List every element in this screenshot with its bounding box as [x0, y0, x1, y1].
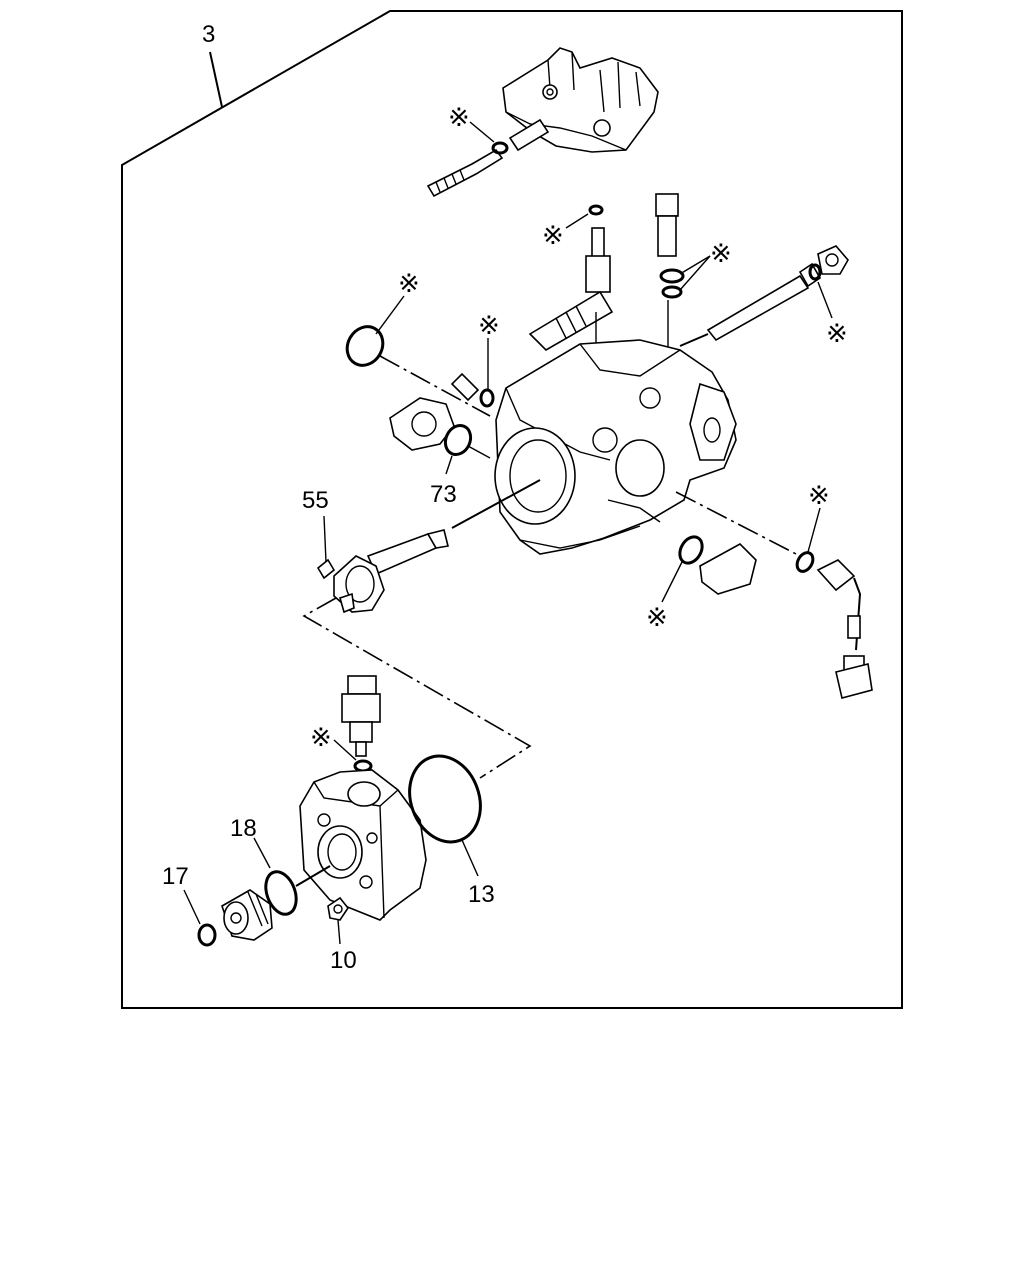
o-ring-sensor	[795, 551, 815, 573]
lower-housing	[299, 769, 427, 921]
cover-plate	[699, 543, 757, 595]
o-ring-small-a	[588, 204, 604, 216]
asterisk-left: ※	[398, 268, 420, 298]
control-rod	[528, 227, 614, 388]
callout-17: 17	[162, 863, 189, 890]
long-shaft	[679, 262, 822, 347]
o-ring-right	[808, 263, 822, 281]
asterisk-solenoid: ※	[310, 722, 332, 752]
plug-bolt	[450, 372, 480, 402]
o-ring-13	[408, 754, 482, 844]
o-ring-18	[264, 870, 298, 916]
drive-shaft	[333, 529, 449, 614]
key-55	[316, 558, 336, 580]
sensor-connector	[816, 559, 873, 699]
pump-housing	[494, 339, 737, 555]
delivery-valve	[655, 193, 679, 257]
washer-small	[479, 388, 495, 408]
callout-73: 73	[430, 481, 457, 508]
leader-3	[209, 51, 223, 108]
asterisk-top: ※	[448, 102, 470, 132]
o-ring-73	[443, 423, 473, 457]
asterisk-washer: ※	[478, 310, 500, 340]
solenoid-valve	[341, 675, 381, 757]
washer-17	[197, 923, 217, 947]
o-ring-large-left	[345, 325, 385, 367]
cap-nut	[817, 245, 849, 275]
callout-3: 3	[202, 21, 215, 48]
o-ring-pair-1	[659, 268, 685, 284]
plug-assembly	[221, 889, 273, 941]
callout-13: 13	[468, 881, 495, 908]
nut-10	[327, 896, 349, 921]
callout-10: 10	[330, 947, 357, 974]
asterisk-pair: ※	[710, 238, 732, 268]
asterisk-lower-mid: ※	[646, 602, 668, 632]
asterisk-sensor: ※	[808, 480, 830, 510]
o-ring-pair-2	[661, 285, 683, 299]
callout-18: 18	[230, 815, 257, 842]
adjust-screw	[426, 118, 550, 198]
asterisk-small-a: ※	[542, 220, 564, 250]
asterisk-right: ※	[826, 318, 848, 348]
assembly-frame	[121, 10, 903, 1009]
callout-55: 55	[302, 487, 329, 514]
o-ring-top	[491, 141, 509, 155]
o-ring-lower-mid	[678, 535, 704, 565]
